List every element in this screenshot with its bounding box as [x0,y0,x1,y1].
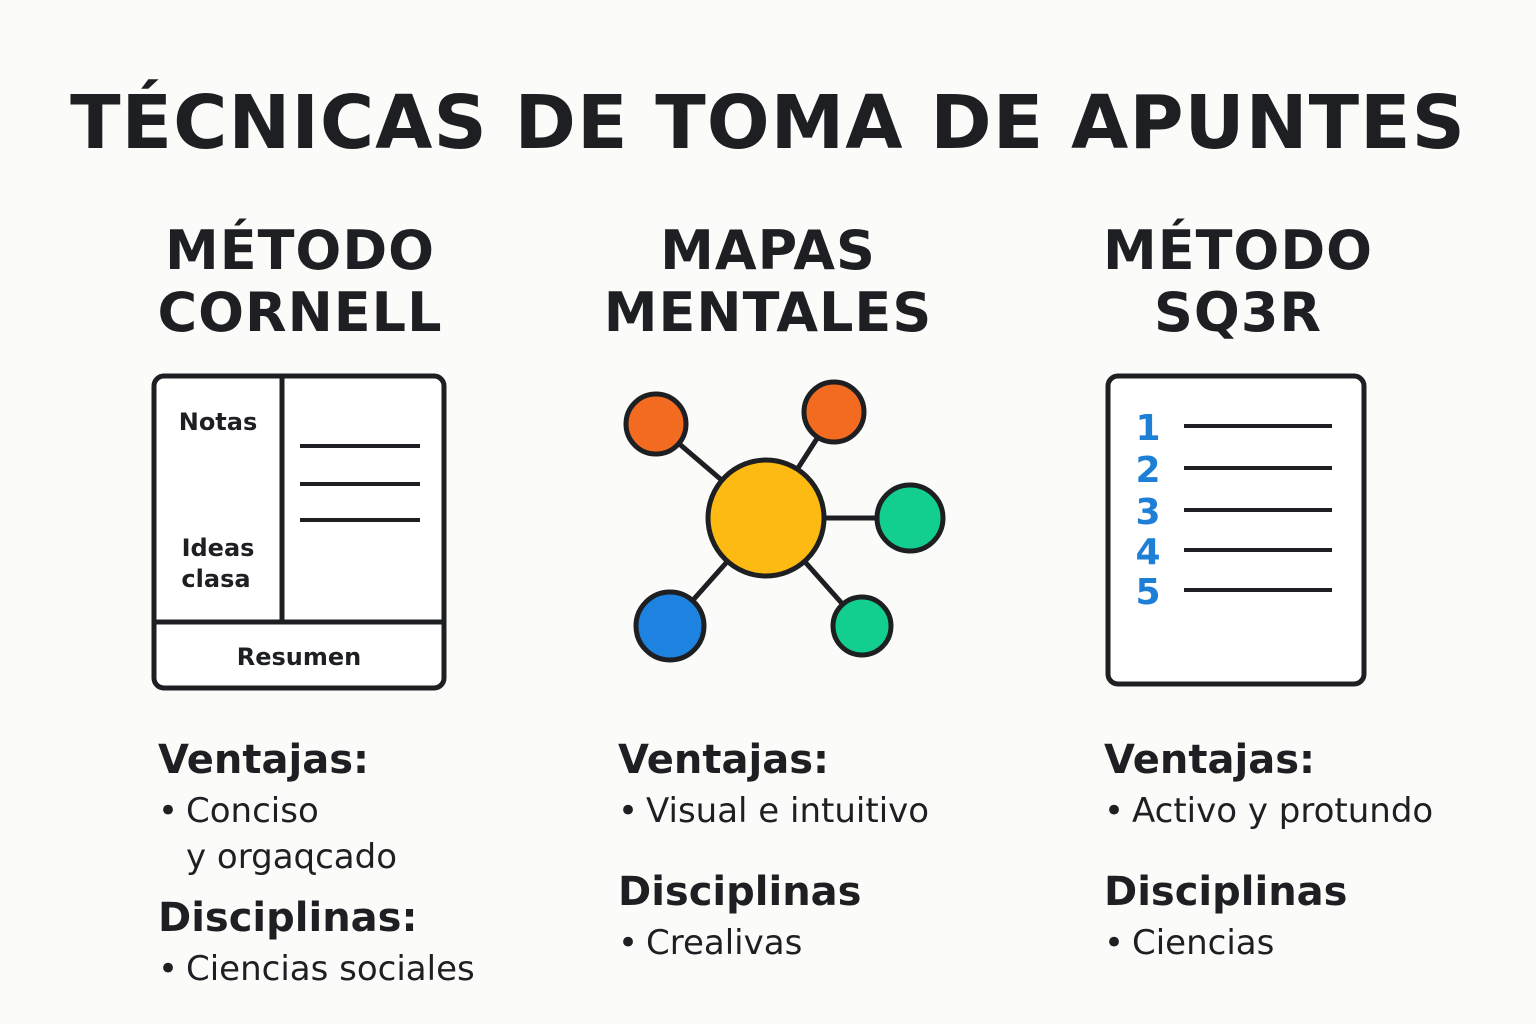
cornell-notes-label: Notas [179,408,258,436]
cornell-frame [151,373,447,691]
mindmap-advantage-item: •Visual e intuitivo [618,791,930,831]
cornell-heading-line-1: MÉTODO [164,219,436,282]
sq3r-heading-line-1: MÉTODO [1102,219,1374,282]
mindmap-heading: MAPAS MENTALES [558,220,978,344]
cornell-summary-label: Resumen [237,643,362,671]
cornell-ideas-label-2: clasa [181,565,250,593]
mindmap-central-node [705,457,827,579]
mindmap-advantages-heading: Ventajas: [618,737,829,783]
mindmap-branch-node [633,589,707,663]
sq3r-heading-line-2: SQ3R [1154,281,1322,344]
cornell-advantages-heading: Ventajas: [158,737,369,783]
sq3r-step-number: 1 [1135,408,1160,449]
mindmap-diagram [623,379,946,663]
sq3r-step-number: 2 [1135,450,1160,491]
sq3r-frame [1105,373,1367,687]
cornell-diagram: Notas Ideas clasa Resumen [151,373,447,691]
cornell-heading: MÉTODO CORNELL [90,220,510,344]
cornell-discipline-item: •Ciencias sociales [158,949,475,989]
cornell-heading-line-2: CORNELL [157,281,443,344]
mindmap-branch-node [874,482,946,554]
sq3r-advantage-item: •Activo y protundo [1104,791,1434,831]
sq3r-heading: MÉTODO SQ3R [1028,220,1448,344]
sq3r-step-number: 4 [1135,532,1160,573]
sq3r-step-number: 5 [1135,572,1160,613]
sq3r-step-number: 3 [1135,492,1160,533]
mindmap-disciplines-heading: Disciplinas [618,869,862,915]
mindmap-discipline-item: •Crealivas [618,923,803,963]
cornell-advantage-item-continued: y orgaɋcado [186,837,398,877]
cornell-disciplines-heading: Disciplinas: [158,895,418,941]
mindmap-heading-line-1: MAPAS [660,219,876,282]
mindmap-branch-node [801,379,867,445]
sq3r-disciplines-heading: Disciplinas [1104,869,1348,915]
mindmap-branch-node [623,391,689,457]
cornell-ideas-label-1: Ideas [182,534,255,562]
sq3r-advantages-heading: Ventajas: [1104,737,1315,783]
sq3r-discipline-item: •Ciencias [1104,923,1275,963]
mindmap-branch-node [830,594,894,658]
page-title: TÉCNICAS DE TOMA DE APUNTES [70,80,1466,166]
mindmap-heading-line-2: MENTALES [603,281,933,344]
cornell-advantage-item: •Conciso [158,791,319,831]
